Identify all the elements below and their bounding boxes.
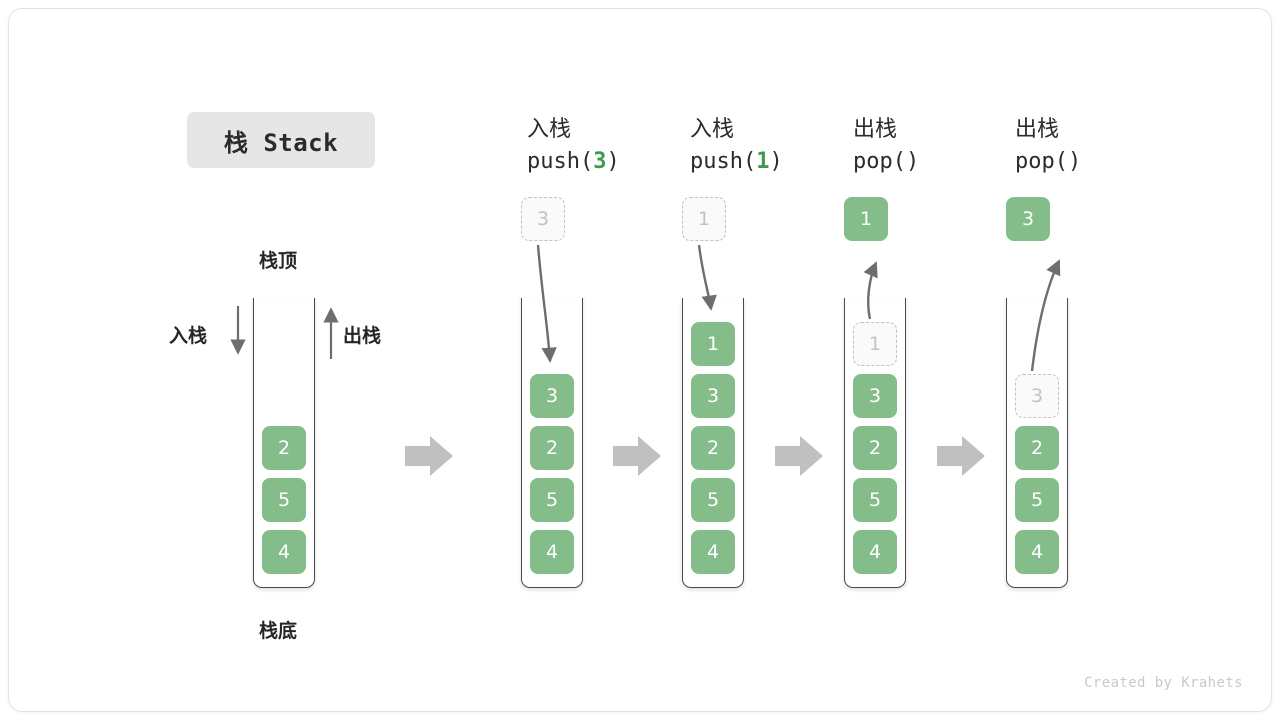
code-prefix: push(	[527, 149, 594, 174]
floating-cell-pop-1: 1	[844, 197, 888, 241]
removed-cell-ghost: 3	[1015, 374, 1059, 418]
diagram-card: 栈 Stack 入栈 push(3) 入栈 push(1) 出栈 pop() 出…	[8, 8, 1272, 712]
column-header-label-cn: 入栈	[527, 117, 572, 142]
stack-cell: 2	[853, 426, 897, 470]
label-pop-side: 出栈	[343, 325, 382, 347]
stack-cell: 5	[262, 478, 306, 522]
diagram-stage: 栈 Stack 入栈 push(3) 入栈 push(1) 出栈 pop() 出…	[9, 9, 1271, 711]
column-header-code: push(1)	[690, 145, 890, 179]
column-header-label-cn: 出栈	[853, 117, 898, 142]
code-prefix: pop(	[853, 149, 906, 174]
stack-cell: 3	[530, 374, 574, 418]
code-argument: 3	[593, 149, 607, 174]
stack-cell: 4	[853, 530, 897, 574]
step-arrow-1	[405, 436, 453, 476]
code-prefix: push(	[690, 149, 757, 174]
label-stack-top: 栈顶	[259, 250, 298, 272]
code-suffix: )	[606, 149, 620, 174]
column-header-push-1: 入栈 push(1)	[690, 115, 890, 179]
code-argument: 1	[756, 149, 770, 174]
stack-cell: 4	[262, 530, 306, 574]
stack-cell: 3	[691, 374, 735, 418]
code-prefix: pop(	[1015, 149, 1068, 174]
diagram-title: 栈 Stack	[187, 112, 375, 168]
stack-cell: 4	[1015, 530, 1059, 574]
code-suffix: )	[769, 149, 783, 174]
stack-cell: 2	[262, 426, 306, 470]
floating-cell-pop-3: 3	[1006, 197, 1050, 241]
stack-cell: 2	[530, 426, 574, 470]
column-header-label-cn: 入栈	[690, 117, 735, 142]
step-arrow-4	[937, 436, 985, 476]
label-push-side: 入栈	[169, 325, 208, 347]
stack-cell: 5	[853, 478, 897, 522]
code-suffix: )	[905, 149, 920, 174]
floating-cell-push-3: 3	[521, 197, 565, 241]
step-arrow-2	[613, 436, 661, 476]
stack-cell: 5	[530, 478, 574, 522]
column-header-pop-3: 出栈 pop()	[1015, 115, 1215, 179]
floating-cell-push-1: 1	[682, 197, 726, 241]
stack-cell: 4	[530, 530, 574, 574]
column-header-push-3: 入栈 push(3)	[527, 115, 727, 179]
step-arrow-3	[775, 436, 823, 476]
stack-cell: 1	[691, 322, 735, 366]
stack-cell: 3	[853, 374, 897, 418]
stack-cell: 5	[691, 478, 735, 522]
stack-cell: 2	[1015, 426, 1059, 470]
stack-cell: 5	[1015, 478, 1059, 522]
column-header-pop-1: 出栈 pop()	[853, 115, 1053, 179]
column-header-label-cn: 出栈	[1015, 117, 1060, 142]
column-header-code: push(3)	[527, 145, 727, 179]
code-suffix: )	[1067, 149, 1082, 174]
watermark: Created by Krahets	[1084, 675, 1243, 691]
stack-cell: 2	[691, 426, 735, 470]
column-header-code: pop()	[853, 145, 1053, 179]
stack-cell: 4	[691, 530, 735, 574]
column-header-code: pop()	[1015, 145, 1215, 179]
removed-cell-ghost: 1	[853, 322, 897, 366]
label-stack-bottom: 栈底	[259, 620, 298, 642]
